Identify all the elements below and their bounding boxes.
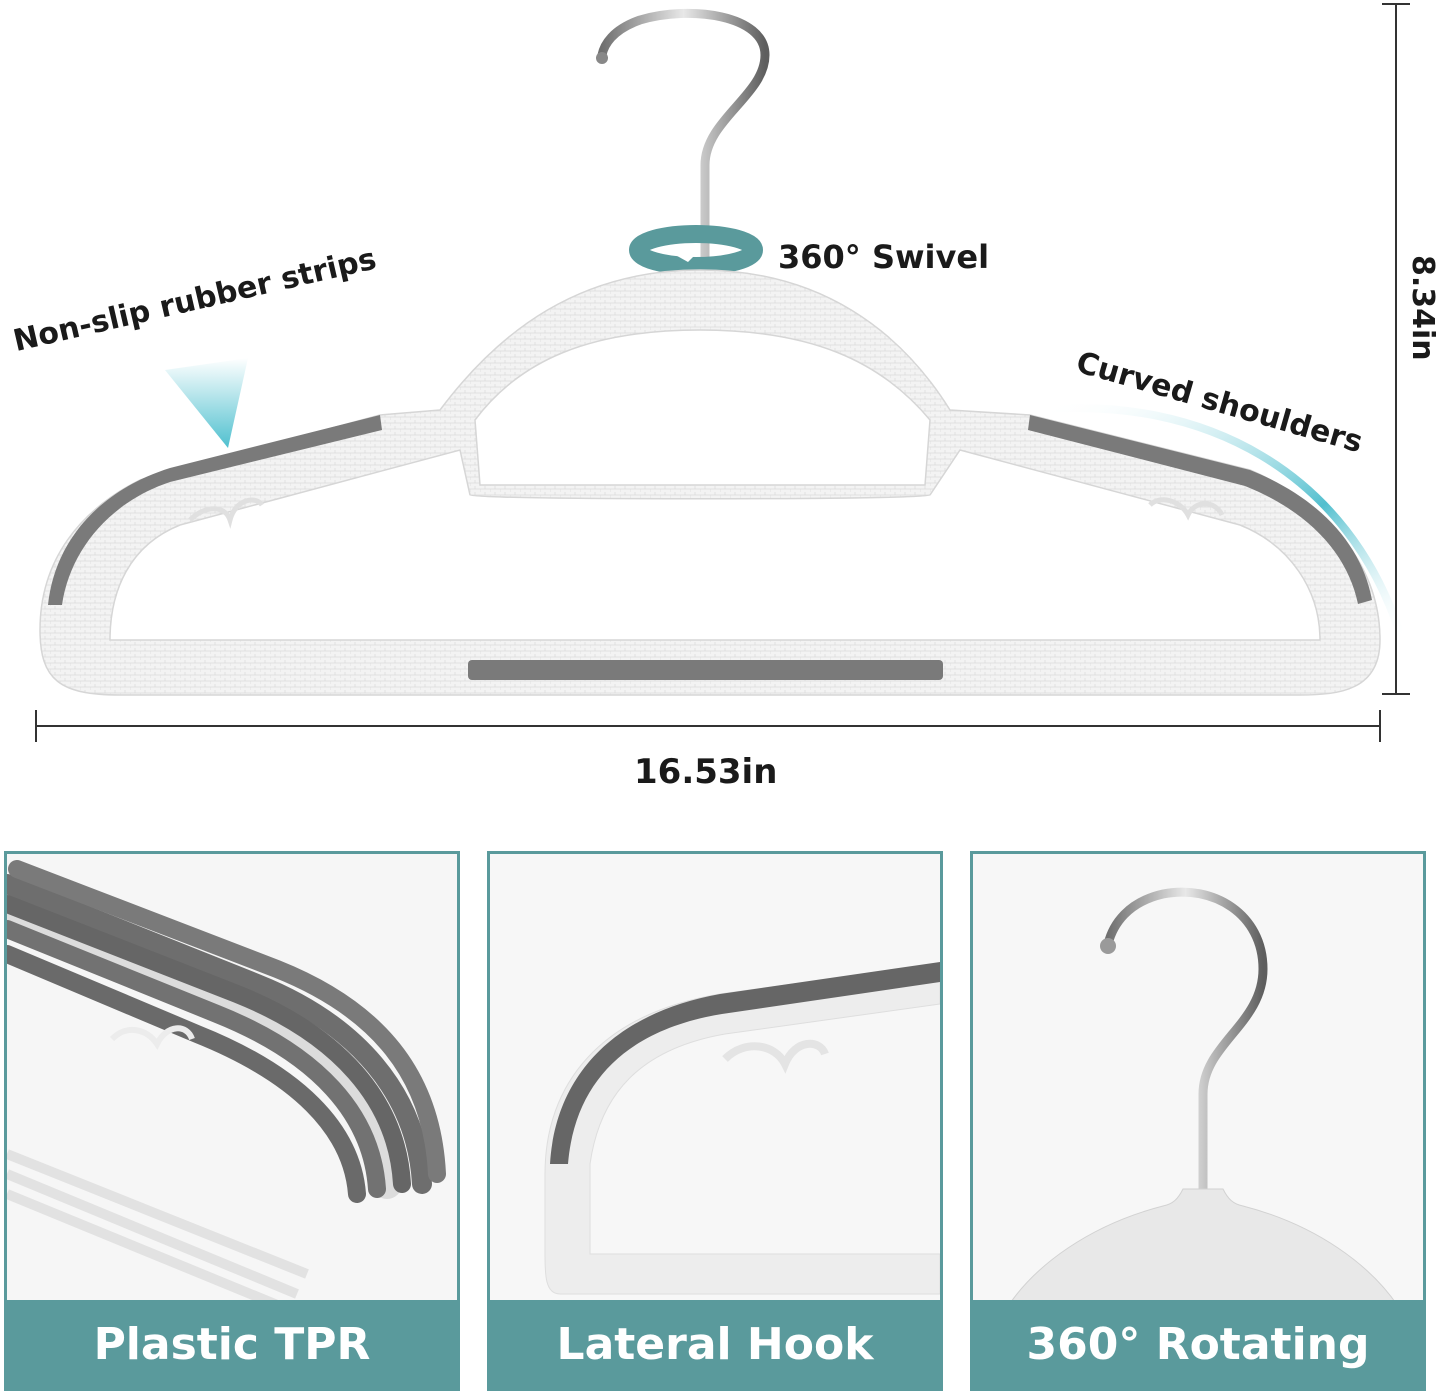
width-label: 16.53in — [634, 752, 778, 792]
rotating-hook-photo — [973, 854, 1423, 1314]
panel-label: Lateral Hook — [556, 1318, 874, 1370]
height-dimension-line — [1382, 3, 1410, 695]
panel-plastic-tpr: Plastic TPR — [4, 851, 460, 1391]
panel-label-band: Lateral Hook — [490, 1300, 940, 1388]
lateral-hook-photo — [490, 854, 940, 1314]
hook-icon — [1103, 887, 1268, 1199]
hook-icon — [597, 8, 770, 277]
height-label: 8.34in — [1405, 255, 1440, 361]
panel-label-band: 360° Rotating — [973, 1300, 1423, 1388]
left-rubber-strip — [48, 415, 382, 605]
panel-lateral-hook: Lateral Hook — [487, 851, 943, 1391]
swivel-ring-icon — [629, 225, 763, 275]
panel-360-rotating: 360° Rotating — [970, 851, 1426, 1391]
lateral-hook-icon — [722, 1039, 829, 1074]
curved-swoosh-icon — [1036, 404, 1406, 644]
left-lateral-hook-icon — [188, 497, 265, 529]
right-lateral-hook-icon — [1148, 497, 1225, 521]
nonslip-arrow-icon — [165, 358, 248, 448]
swivel-label: 360° Swivel — [778, 238, 990, 276]
right-rubber-strip — [1028, 415, 1372, 604]
bottom-rubber-strip — [468, 660, 943, 680]
lateral-hook-icon — [109, 1025, 195, 1050]
stacked-hangers-photo — [7, 854, 457, 1314]
hanger-body — [39, 269, 1381, 696]
hanger-illustration — [35, 3, 1410, 742]
width-dimension-line — [35, 710, 1381, 742]
panel-label: Plastic TPR — [93, 1318, 371, 1370]
panel-label-band: Plastic TPR — [7, 1300, 457, 1388]
panel-label: 360° Rotating — [1026, 1318, 1370, 1370]
